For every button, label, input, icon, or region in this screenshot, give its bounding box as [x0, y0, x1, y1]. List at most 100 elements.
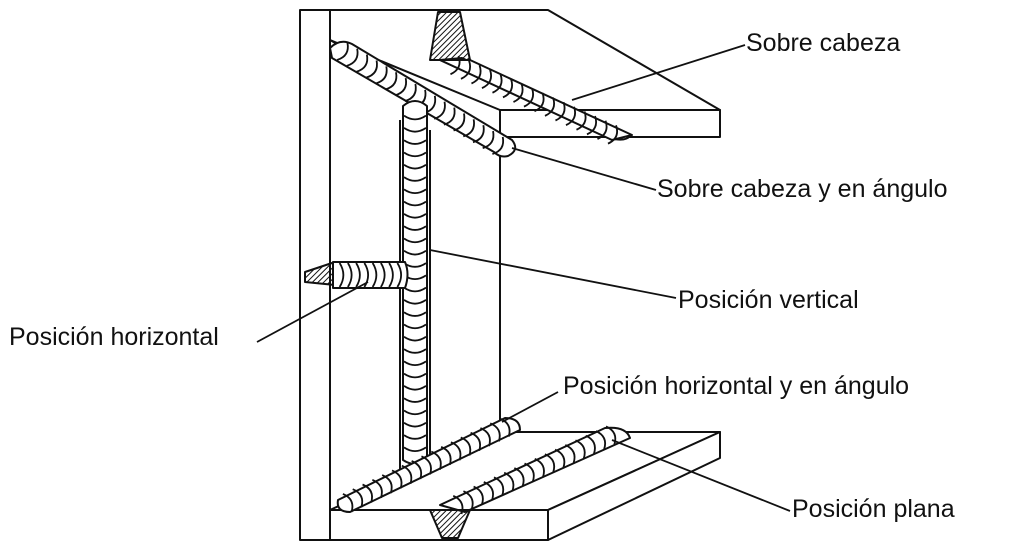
leader-overhead-fillet	[511, 147, 657, 191]
weld-ripple	[403, 385, 427, 391]
weld-ripple	[403, 127, 427, 133]
leader-horizontal	[256, 281, 369, 343]
weld-ripple	[534, 457, 545, 478]
weld-ripple	[554, 448, 566, 469]
weld-ripple	[483, 481, 494, 501]
weld-ripple	[513, 467, 525, 487]
weld-ripple	[564, 444, 576, 464]
weld-ripple	[585, 434, 596, 455]
weld-ripple	[575, 439, 586, 459]
weld-ripple	[403, 323, 427, 330]
weld-ripple	[375, 66, 388, 85]
weld-ripple	[544, 97, 556, 117]
weld-ripple	[502, 78, 514, 99]
label-overhead: Sobre cabeza	[746, 29, 901, 57]
weld-ripple	[565, 106, 577, 126]
weld-ripple	[338, 262, 345, 288]
weld-ripple	[472, 125, 485, 144]
weld-ripple	[371, 478, 383, 499]
weld-ripple	[388, 262, 394, 288]
weld-ripple	[403, 422, 427, 428]
weld-ripple	[403, 250, 427, 256]
weld-ripple	[481, 69, 493, 89]
weld-ripple	[403, 237, 427, 244]
weld-ripple	[403, 286, 427, 293]
weld-ripple	[462, 119, 475, 138]
weld-ripple	[371, 262, 378, 288]
weld-ripple	[450, 55, 461, 76]
weld-ripple	[460, 436, 472, 456]
weld-ripple	[489, 422, 501, 442]
weld-ripple	[336, 42, 349, 61]
weld-ripple	[403, 225, 427, 231]
weld-ripple	[586, 115, 598, 136]
weld-ripple	[403, 397, 427, 403]
weld-ripple	[421, 455, 432, 475]
weld-ripple	[605, 425, 617, 445]
weld-ripple	[403, 360, 427, 367]
weld-ripple	[391, 469, 403, 489]
weld-ripple	[513, 83, 524, 103]
label-flat: Posición plana	[792, 495, 955, 523]
weld-ripple	[362, 483, 373, 503]
label-vertical: Posición vertical	[678, 286, 859, 314]
weld-ripple	[433, 101, 446, 120]
weld-ripple	[403, 176, 427, 182]
weld-ripple	[443, 107, 456, 126]
weld-ripple	[385, 72, 398, 91]
weld-ripple	[403, 114, 427, 121]
weld-ripple	[430, 450, 442, 470]
weld-ripple	[493, 476, 505, 496]
weld-ripple	[463, 490, 474, 510]
weld-ripple	[403, 336, 427, 342]
weld-ripple	[524, 462, 535, 482]
weld-ripple	[555, 101, 566, 122]
weld-ripple	[403, 372, 427, 379]
weld-ripple	[480, 427, 491, 447]
weld-ripple	[499, 417, 511, 437]
label-overhead-fillet: Sobre cabeza y en ángulo	[657, 175, 948, 203]
weld-ripple	[471, 64, 482, 85]
weld-ripple	[576, 111, 587, 131]
weld-ripple	[403, 139, 427, 145]
weld-ripple	[482, 130, 495, 150]
weld-ripple	[403, 311, 427, 317]
leader-overhead	[571, 44, 746, 101]
weld-ripple	[356, 54, 369, 73]
weld-ripple	[492, 74, 503, 94]
weld-ripple	[396, 262, 403, 288]
weld-ripple	[403, 200, 427, 207]
horizontal-fillet-weld	[336, 417, 521, 513]
flat-weld	[429, 425, 631, 539]
weld-ripple	[453, 113, 466, 132]
leader-flat	[611, 439, 791, 512]
leader-vertical	[429, 249, 677, 299]
weld-ripple	[403, 348, 427, 354]
leader-horizontal-fillet	[501, 391, 559, 423]
weld-ripple	[403, 434, 427, 440]
overhead-groove-weld	[429, 11, 633, 145]
weld-ripple	[534, 92, 545, 113]
weld-ripple	[492, 136, 505, 155]
weld-ripple	[347, 262, 353, 288]
weld-ripple	[597, 120, 608, 140]
label-horizontal: Posición horizontal	[9, 323, 219, 351]
weld-ripple	[452, 494, 464, 515]
weld-ripple	[470, 431, 482, 452]
label-horizontal-fillet: Posición horizontal y en ángulo	[563, 372, 910, 400]
weld-ripple	[460, 60, 472, 80]
leader-lines	[256, 44, 791, 512]
weld-ripple	[450, 441, 462, 461]
weld-ripple	[595, 430, 607, 450]
weld-ripple	[381, 474, 393, 494]
weld-ripple	[403, 151, 427, 158]
overhead-fillet-weld	[329, 40, 517, 158]
weld-ripple	[355, 262, 361, 288]
weld-ripple	[544, 453, 556, 473]
weld-ripple	[401, 464, 413, 484]
weld-ripple	[403, 213, 427, 219]
weld-ripple	[473, 485, 484, 506]
weld-ripple	[342, 493, 354, 513]
weld-ripple	[403, 409, 427, 416]
weld-ripple	[403, 164, 427, 170]
